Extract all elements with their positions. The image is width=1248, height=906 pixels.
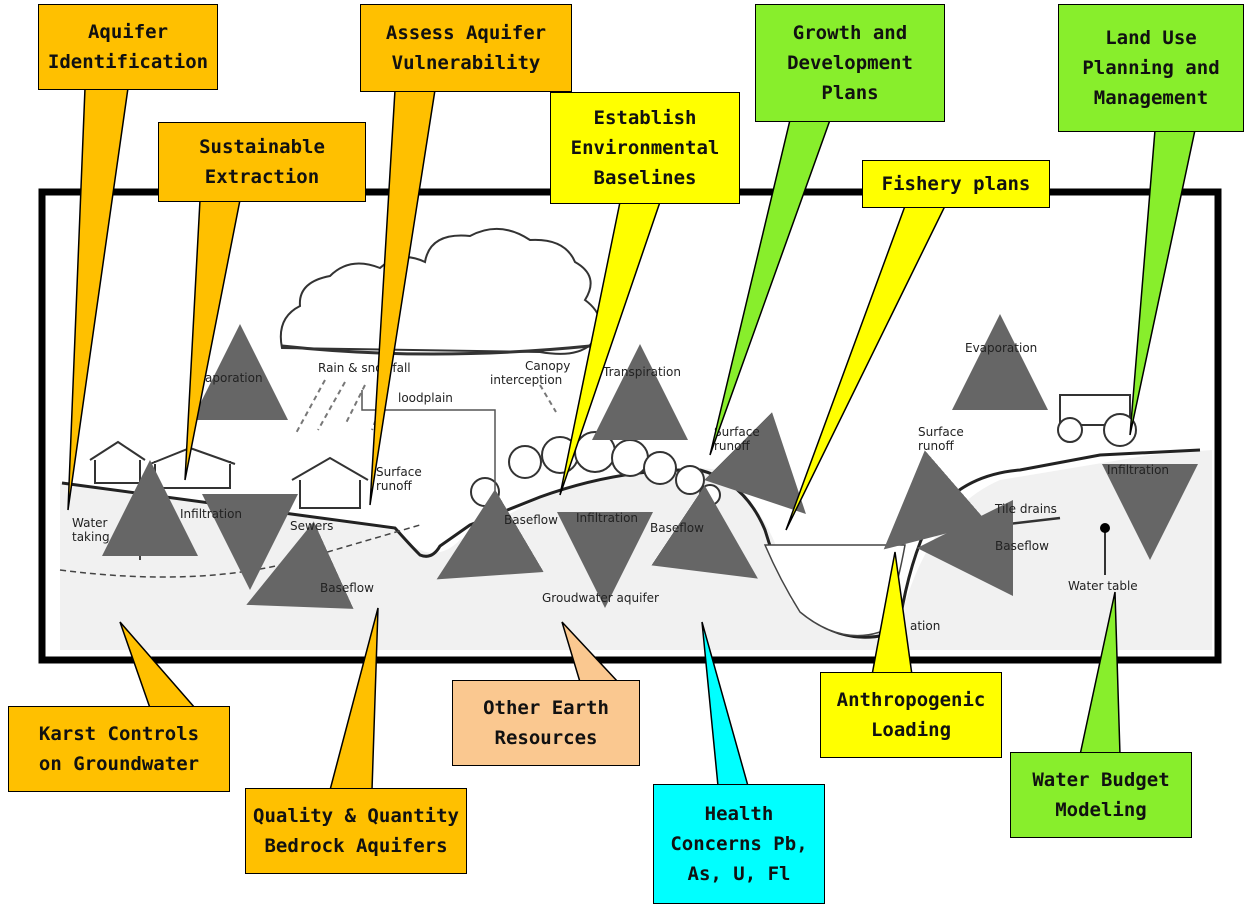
callout-assess-aquifer-vulnerability: Assess Aquifer Vulnerability <box>360 4 572 92</box>
label-surface-left: Surface <box>376 465 422 479</box>
callout-quality-quantity-bedrock: Quality & Quantity Bedrock Aquifers <box>245 788 467 874</box>
label-infiltration-center: Infiltration <box>576 511 638 525</box>
callout-karst-controls: Karst Controls on Groundwater <box>8 706 230 792</box>
label-infiltration-right: Infiltration <box>1107 463 1169 477</box>
label-sewers: Sewers <box>290 519 333 533</box>
label-interception: interception <box>490 373 562 387</box>
tractor <box>1057 394 1137 447</box>
label-surface-right: Surface <box>918 425 964 439</box>
callout-establish-environmental-baselines: Establish Environmental Baselines <box>550 92 740 204</box>
label-floodplain: loodplain <box>398 391 453 405</box>
callout-growth-and-development-plans: Growth and Development Plans <box>755 4 945 122</box>
callout-other-earth-resources: Other Earth Resources <box>452 680 640 766</box>
label-rain: Rain & snowfall <box>318 361 411 375</box>
callout-aquifer-identification: Aquifer Identification <box>38 4 218 90</box>
label-water-table: Water table <box>1068 579 1138 593</box>
label-baseflow-right: Baseflow <box>995 539 1049 553</box>
label-runoff-left: runoff <box>376 479 412 493</box>
label-tile-drains: Tile drains <box>994 502 1057 516</box>
label-runoff-right: runoff <box>918 439 954 453</box>
label-evaporation-left: aporation <box>205 371 263 385</box>
callout-fishery-plans: Fishery plans <box>862 160 1050 208</box>
house-3 <box>291 456 369 509</box>
label-runoff-center: runoff <box>714 439 750 453</box>
label-taking: taking <box>72 530 110 544</box>
floodplain-frame <box>361 390 496 505</box>
label-groundwater-aquifer: Groudwater aquifer <box>542 591 659 605</box>
label-baseflow-left: Baseflow <box>320 581 374 595</box>
callout-water-budget-modeling: Water Budget Modeling <box>1010 752 1192 838</box>
label-surface-center: Surface <box>714 425 760 439</box>
label-transpiration: Transpiration <box>602 365 681 379</box>
label-infiltration-left: Infiltration <box>180 507 242 521</box>
label-water: Water <box>72 516 108 530</box>
label-canopy: Canopy <box>525 359 570 373</box>
label-ation: ation <box>910 619 940 633</box>
cloud-base <box>281 344 591 356</box>
callout-health-concerns: Health Concerns Pb, As, U, Fl <box>653 784 825 904</box>
label-baseflow-center: Baseflow <box>650 521 704 535</box>
callout-sustainable-extraction: Sustainable Extraction <box>158 122 366 202</box>
label-baseflow-center-left: Baseflow <box>504 513 558 527</box>
label-evaporation-right: Evaporation <box>965 341 1037 355</box>
water-table-dot <box>1100 523 1110 533</box>
callout-land-use-planning: Land Use Planning and Management <box>1058 4 1244 132</box>
flow-arrows <box>102 314 1198 609</box>
callout-anthropogenic-loading: Anthropogenic Loading <box>820 672 1002 758</box>
